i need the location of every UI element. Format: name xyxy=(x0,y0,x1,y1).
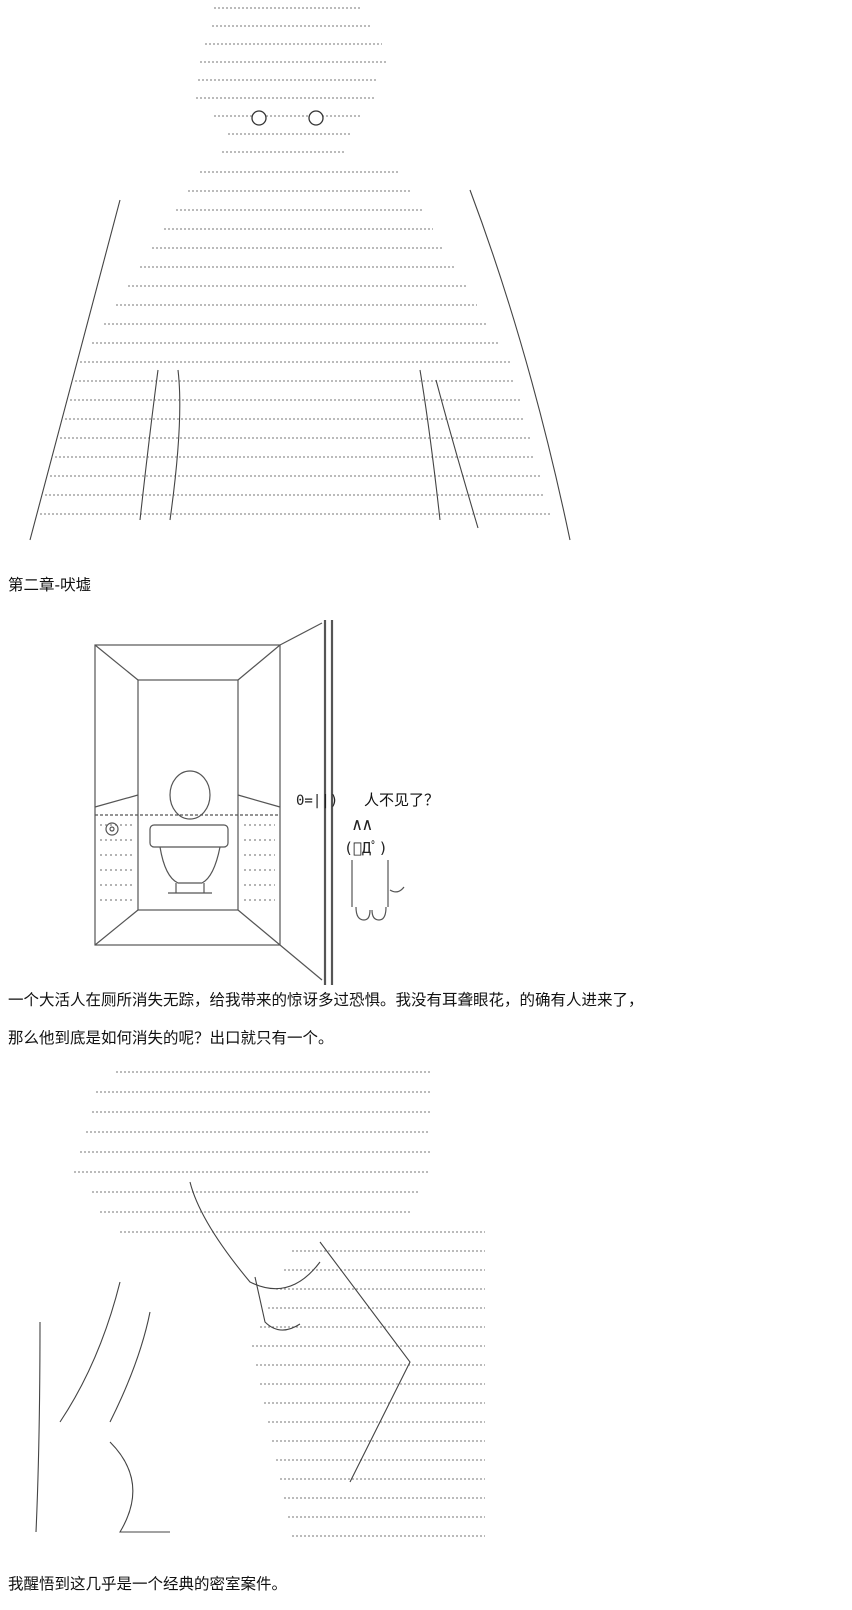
paper-roll-icon xyxy=(109,826,115,832)
arm-outline xyxy=(169,369,181,521)
arm-outline xyxy=(109,1311,151,1423)
eye-icon xyxy=(251,110,267,126)
body-outline xyxy=(469,189,571,541)
cat-body xyxy=(351,860,405,921)
ascii-figure-top-svg xyxy=(29,7,571,541)
toilet-stall-art: ∧∧ (ﾟДﾟ) 0=||) 人不见了？ xyxy=(0,615,852,995)
cat-tail xyxy=(389,886,405,893)
door-top xyxy=(279,622,323,646)
wall-divider xyxy=(94,794,139,808)
door-bottom xyxy=(279,944,323,981)
perspective-line xyxy=(94,644,139,681)
ascii-figure-bottom xyxy=(0,1062,852,1562)
shoulder-outline xyxy=(35,1321,41,1533)
perspective-line xyxy=(94,909,139,946)
eye-icon xyxy=(308,110,324,126)
cat-ears: ∧∧ xyxy=(352,815,373,835)
arm-outline xyxy=(419,369,441,521)
door-knob: 0=||) xyxy=(296,793,339,809)
cat-face: (ﾟДﾟ) xyxy=(344,839,388,857)
ascii-figure-bottom-svg xyxy=(35,1071,485,1537)
perspective-line xyxy=(237,909,281,946)
collar-outline xyxy=(319,1241,411,1483)
paper-roll-icon xyxy=(105,822,119,836)
wall-texture xyxy=(100,824,275,901)
stall-frame xyxy=(94,644,281,946)
toilet-icon xyxy=(149,770,229,894)
ascii-figure-top xyxy=(0,0,852,560)
arm-outline xyxy=(139,369,159,521)
wall-divider xyxy=(237,794,281,808)
narration-line-1: 一个大活人在厕所消失无踪，给我带来的惊讶多过恐惧。我没有耳聋眼花，的确有人进来了… xyxy=(8,991,644,1009)
perspective-line xyxy=(237,644,281,681)
dialogue-bubble: 人不见了？ xyxy=(364,791,440,809)
stall-back-wall xyxy=(137,679,239,911)
arm-outline xyxy=(59,1281,121,1423)
face-outline xyxy=(189,1181,321,1290)
chapter-title: 第二章-吠墟 xyxy=(8,576,92,594)
arm-outline xyxy=(435,379,479,529)
body-outline xyxy=(29,199,121,541)
sleeve-outline xyxy=(109,1441,170,1533)
toilet-stall-svg xyxy=(94,620,405,985)
hand-outline xyxy=(254,1276,301,1331)
narration-line-2: 那么他到底是如何消失的呢？出口就只有一个。 xyxy=(8,1029,334,1047)
narration-line-3: 我醒悟到这几乎是一个经典的密室案件。 xyxy=(8,1575,288,1593)
